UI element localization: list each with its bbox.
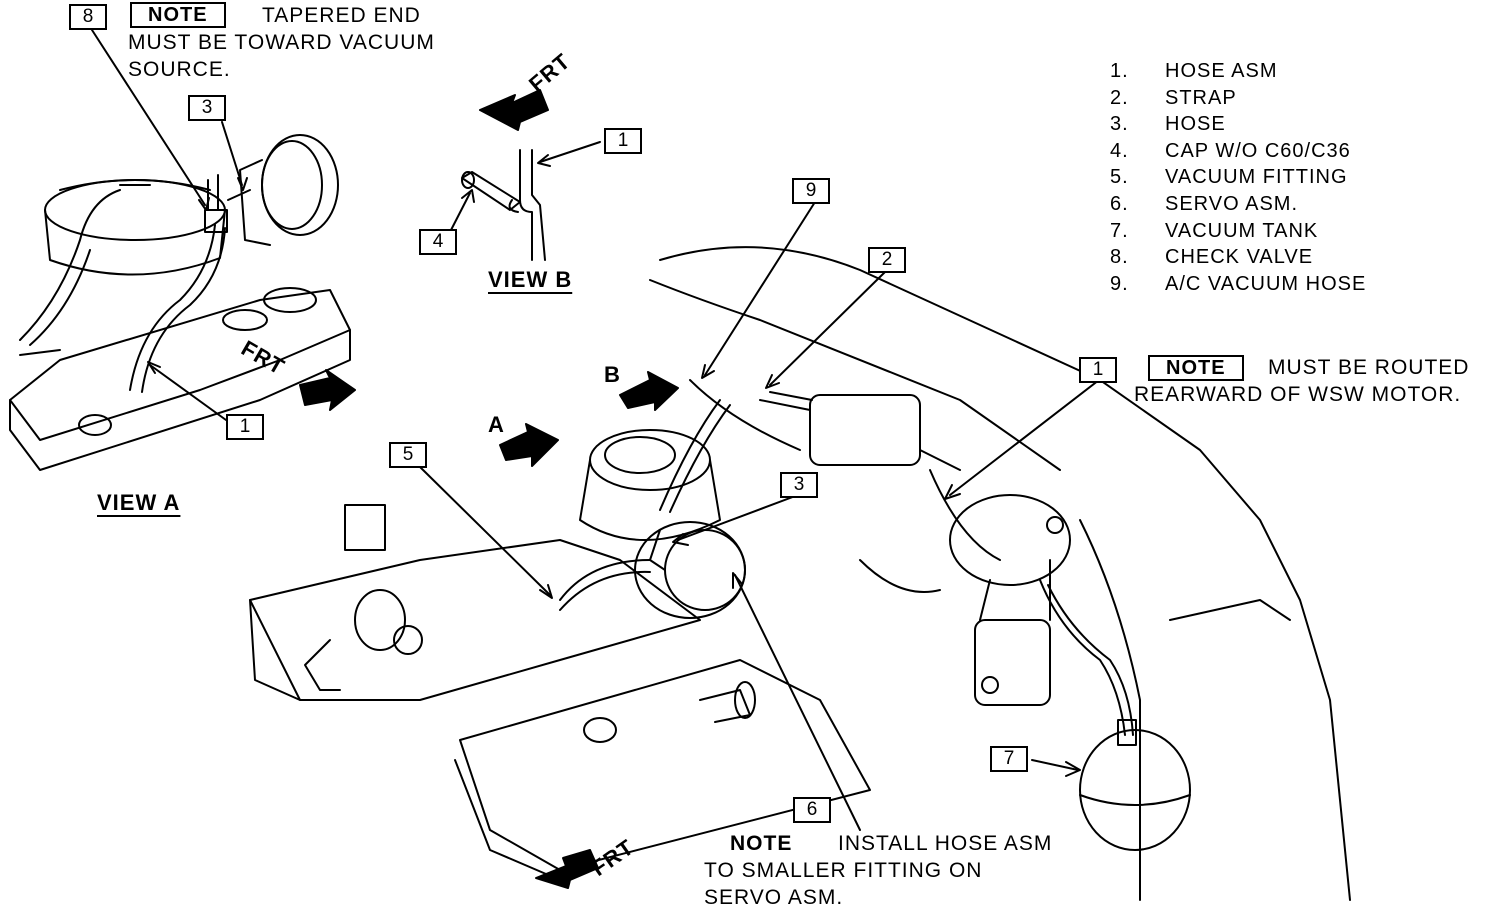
legend-item: 5. VACUUM FITTING xyxy=(1110,164,1366,191)
note-install-line3: SERVO ASM. xyxy=(704,886,844,909)
callout-1-view-a: 1 xyxy=(226,414,264,440)
note-routed-line2: REARWARD OF WSW MOTOR. xyxy=(1134,383,1462,406)
main-engine-drawing xyxy=(249,201,1351,901)
legend-item: 6. SERVO ASM. xyxy=(1110,191,1366,218)
callout-4: 4 xyxy=(419,229,457,255)
note-tapered-line1: TAPERED END xyxy=(262,4,421,27)
frt-arrow-view-a xyxy=(299,369,356,411)
legend-item: 2. STRAP xyxy=(1110,85,1366,112)
note-tapered-label: NOTE xyxy=(130,2,226,28)
legend-num: 9. xyxy=(1110,272,1129,295)
frt-arrow-top xyxy=(479,89,549,131)
legend-num: 3. xyxy=(1110,113,1129,136)
note-install-line1: INSTALL HOSE ASM xyxy=(838,832,1053,855)
view-a-arrow xyxy=(499,423,559,467)
view-a-drawing xyxy=(9,29,351,471)
note-install-line2: TO SMALLER FITTING ON xyxy=(704,859,983,882)
legend-num: 4. xyxy=(1110,139,1129,162)
view-b-drawing xyxy=(449,141,601,261)
callout-3-view-a: 3 xyxy=(188,95,226,121)
legend-item: 7. VACUUM TANK xyxy=(1110,218,1366,245)
legend-text: VACUUM TANK xyxy=(1165,219,1319,242)
legend-item: 8. CHECK VALVE xyxy=(1110,244,1366,271)
legend-text: STRAP xyxy=(1165,86,1237,109)
callout-6: 6 xyxy=(793,797,831,823)
note-routed-label: NOTE xyxy=(1148,355,1244,381)
callout-1-view-b: 1 xyxy=(604,128,642,154)
legend-text: CHECK VALVE xyxy=(1165,246,1314,269)
legend-item: 4. CAP W/O C60/C36 xyxy=(1110,138,1366,165)
legend-num: 1. xyxy=(1110,60,1129,82)
view-a-marker: A xyxy=(488,412,505,437)
legend-num: 5. xyxy=(1110,166,1129,189)
legend-num: 8. xyxy=(1110,246,1129,269)
view-a-label: VIEW A xyxy=(97,490,181,515)
legend-num: 6. xyxy=(1110,192,1129,215)
view-b-marker: B xyxy=(604,362,621,387)
legend-item: 1. HOSE ASM xyxy=(1110,58,1366,85)
callout-2: 2 xyxy=(868,247,906,273)
callout-3-main: 3 xyxy=(780,472,818,498)
legend-num: 2. xyxy=(1110,86,1129,109)
callout-5: 5 xyxy=(389,442,427,468)
note-routed-line1: MUST BE ROUTED xyxy=(1268,356,1470,379)
note-install-label: NOTE xyxy=(730,832,793,855)
callout-8: 8 xyxy=(69,4,107,30)
legend-num: 7. xyxy=(1110,219,1129,242)
legend-text: CAP W/O C60/C36 xyxy=(1165,139,1351,162)
view-b-label: VIEW B xyxy=(488,267,573,292)
legend-text: HOSE ASM xyxy=(1165,60,1278,82)
legend-text: A/C VACUUM HOSE xyxy=(1165,272,1367,295)
legend-text: HOSE xyxy=(1165,113,1226,136)
callout-9: 9 xyxy=(792,178,830,204)
parts-legend: 1. HOSE ASM 2. STRAP 3. HOSE 4. CAP W/O C60/… xyxy=(1110,58,1366,297)
view-b-arrow xyxy=(619,371,679,411)
note-tapered-line2: MUST BE TOWARD VACUUM xyxy=(128,31,435,54)
legend-text: SERVO ASM. xyxy=(1165,192,1299,215)
legend-item: 9. A/C VACUUM HOSE xyxy=(1110,271,1366,298)
callout-7: 7 xyxy=(990,746,1028,772)
callout-1-main: 1 xyxy=(1079,357,1117,383)
note-tapered-line3: SOURCE. xyxy=(128,58,231,81)
legend-item: 3. HOSE xyxy=(1110,111,1366,138)
legend-text: VACUUM FITTING xyxy=(1165,166,1348,189)
